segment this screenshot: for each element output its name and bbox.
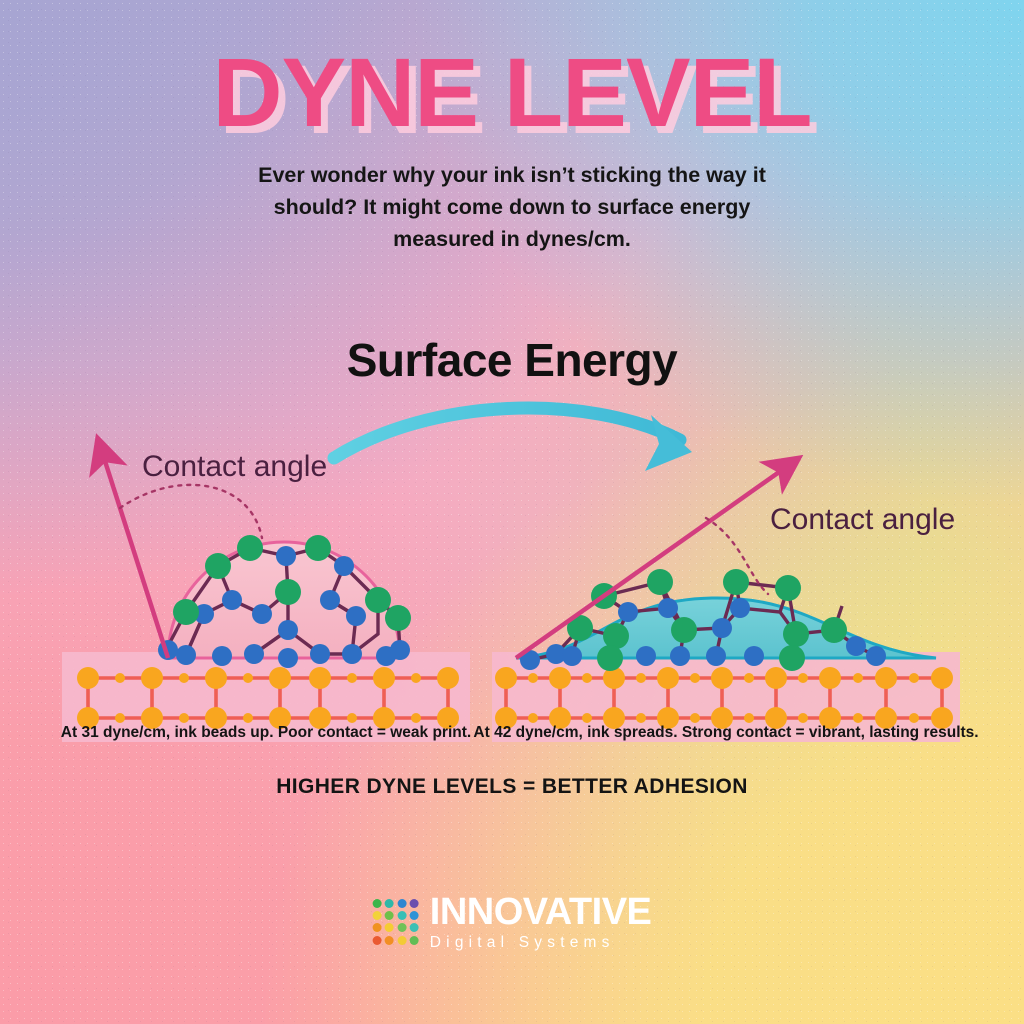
- right-contact-angle-arc: [704, 516, 770, 596]
- logo-dot: [397, 935, 407, 945]
- left-diagram-group: [62, 433, 470, 742]
- surface-energy-arrow: [327, 401, 692, 471]
- left-substrate-panel: [62, 652, 470, 742]
- left-caption: At 31 dyne/cm, ink beads up. Poor contac…: [61, 724, 471, 741]
- brand-logo: INNOVATIVE Digital Systems: [372, 893, 652, 951]
- logo-dot: [372, 898, 382, 908]
- page-title: DYNE LEVEL: [212, 38, 812, 147]
- right-substrate-atoms: [495, 667, 953, 729]
- logo-dot: [385, 935, 394, 945]
- section-heading-surface-energy: Surface Energy: [346, 334, 678, 386]
- logo-dot: [372, 911, 382, 921]
- logo-dot: [397, 911, 407, 921]
- right-diagram-group: [492, 454, 960, 742]
- left-contact-angle-label: Contact angle: [142, 450, 327, 483]
- logo-tagline: Digital Systems: [429, 934, 615, 951]
- left-substrate-atoms: [77, 667, 459, 729]
- logo-wordmark: INNOVATIVE Digital Systems: [430, 893, 652, 951]
- logo-dot: [385, 911, 394, 921]
- logo-dot: [385, 923, 394, 933]
- logo-dot: [409, 923, 419, 933]
- right-contact-angle-label: Contact angle: [770, 503, 955, 536]
- logo-dot: [409, 911, 419, 921]
- right-caption: At 42 dyne/cm, ink spreads. Strong conta…: [473, 724, 978, 741]
- tagline-text: HIGHER DYNE LEVELS = BETTER ADHESION: [276, 775, 748, 798]
- left-droplet-nodes: [158, 535, 411, 668]
- logo-dot: [397, 923, 407, 933]
- logo-dot: [409, 898, 419, 908]
- logo-name: INNOVATIVE: [429, 891, 652, 933]
- logo-dot: [409, 935, 419, 945]
- logo-dot: [397, 898, 407, 908]
- logo-dot: [385, 898, 394, 908]
- logo-dot: [372, 935, 382, 945]
- left-contact-angle-arrow: [89, 433, 171, 659]
- subtitle-text: Ever wonder why your ink isn’t sticking …: [258, 163, 766, 251]
- left-contact-angle-arc: [118, 483, 264, 540]
- logo-dot: [372, 923, 382, 933]
- logo-dot-grid-icon: [372, 898, 419, 945]
- right-contact-angle-arrow: [514, 454, 804, 660]
